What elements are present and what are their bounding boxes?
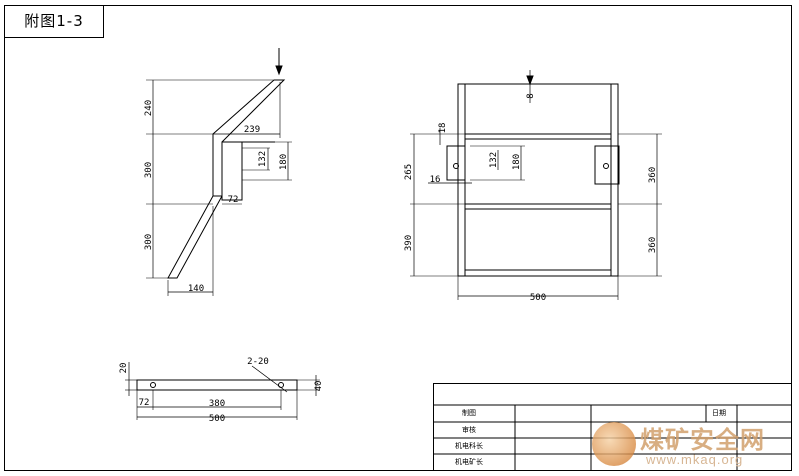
sheet-border — [4, 5, 792, 471]
left-hole — [453, 163, 459, 169]
dim-300-lower: 300 — [144, 234, 154, 250]
bracket-profile — [167, 79, 286, 279]
plate-hole-right — [278, 382, 284, 388]
dim-72-plan: 72 — [139, 398, 150, 408]
dim-16: 16 — [430, 175, 441, 185]
watermark-title: 煤矿安全网 — [640, 425, 765, 454]
dim-265: 265 — [404, 164, 414, 180]
dim-140: 140 — [188, 284, 204, 294]
right-hole — [603, 163, 609, 169]
tb-label-checked: 审核 — [462, 426, 476, 434]
plan-view — [125, 362, 320, 420]
side-view — [146, 48, 292, 296]
watermark-url: www.mkaq.org — [646, 452, 744, 467]
plate-hole-left — [150, 382, 156, 388]
front-view — [410, 70, 662, 300]
figure-label: 附图1-3 — [4, 5, 104, 38]
dim-180: 180 — [279, 154, 289, 170]
dim-40: 40 — [314, 381, 324, 392]
dim-239: 239 — [244, 125, 260, 135]
tb-label-date: 日期 — [712, 409, 726, 417]
dim-360-upper: 360 — [648, 167, 658, 183]
dim-132-front: 132 — [489, 152, 499, 168]
mount-plate — [221, 141, 243, 201]
dim-132: 132 — [258, 151, 268, 167]
title-block — [433, 383, 792, 471]
dim-2-20: 2-20 — [247, 357, 269, 367]
dim-20: 20 — [119, 363, 129, 374]
plan-view-labels: 20 2-20 40 72 380 500 — [119, 357, 324, 424]
dim-18: 18 — [438, 123, 448, 134]
dim-300-upper: 300 — [144, 162, 154, 178]
dim-500-front: 500 — [530, 293, 546, 303]
tb-label-drawn: 制图 — [462, 409, 476, 417]
dim-500-plan: 500 — [209, 414, 225, 424]
watermark: 煤矿安全网 www.mkaq.org — [592, 420, 792, 472]
side-view-labels: 240 239 300 132 180 72 300 140 — [144, 100, 289, 294]
dim-240: 240 — [144, 100, 154, 116]
tb-label-mech-head: 机电矿长 — [455, 458, 483, 466]
left-plate — [446, 145, 466, 181]
base-plate — [136, 379, 298, 391]
dim-360-lower: 360 — [648, 237, 658, 253]
dim-390: 390 — [404, 235, 414, 251]
dim-8: 8 — [526, 93, 536, 98]
front-view-labels: 8 18 265 132 180 16 390 360 360 500 — [404, 93, 658, 303]
right-plate — [594, 145, 620, 185]
dim-72: 72 — [228, 195, 239, 205]
tb-label-mech-chief: 机电科长 — [455, 442, 483, 450]
dim-180-front: 180 — [512, 154, 522, 170]
dim-380: 380 — [209, 399, 225, 409]
site-logo-icon — [592, 422, 636, 466]
